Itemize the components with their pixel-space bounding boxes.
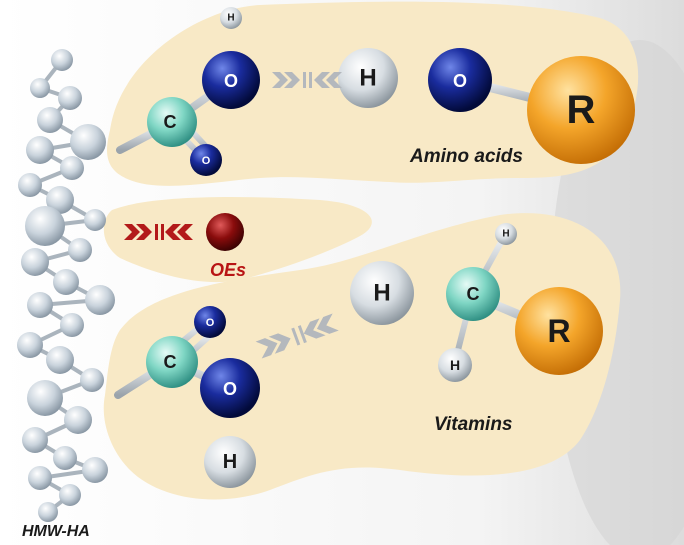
- chain-bead: [53, 269, 79, 295]
- hmw-ha-chain: [17, 49, 115, 522]
- hmw-ha-label: HMW-HA: [22, 523, 90, 540]
- atom-label: H: [223, 451, 237, 473]
- hydrogen-atom: [220, 7, 242, 29]
- vitamin-molecule: O C O H H H H C R: [114, 223, 603, 488]
- chain-bead: [60, 313, 84, 337]
- chain-bead: [51, 49, 73, 71]
- atom-label: R: [547, 313, 570, 349]
- chain-bead: [84, 209, 106, 231]
- chain-bead: [30, 78, 50, 98]
- amino-acid-molecule: H O C O H O R: [116, 7, 635, 176]
- oxygen-atom: [202, 51, 260, 109]
- oxygen-atom: [428, 48, 492, 112]
- atom-label: C: [467, 284, 480, 304]
- atom-label: H: [359, 65, 376, 92]
- vitamins-label: Vitamins: [434, 414, 513, 435]
- chain-bead: [26, 136, 54, 164]
- atom-label: H: [502, 229, 509, 240]
- chain-bead: [68, 238, 92, 262]
- chain-bead: [22, 427, 48, 453]
- atom-label: H: [450, 357, 460, 373]
- oes-label: OEs: [210, 260, 246, 280]
- chain-bead: [58, 86, 82, 110]
- chain-bead: [82, 457, 108, 483]
- chain-bead: [53, 446, 77, 470]
- chain-bead: [59, 484, 81, 506]
- r-group-atom: [515, 287, 603, 375]
- atom-label: O: [202, 155, 211, 167]
- atom-label: H: [373, 280, 390, 307]
- oxygen-atom: [200, 358, 260, 418]
- r-group-atom: [527, 56, 635, 164]
- atom-label: O: [206, 317, 215, 329]
- oxygen-atom: [190, 144, 222, 176]
- hydrogen-atom: [438, 348, 472, 382]
- hydrogen-atom: [338, 48, 398, 108]
- chain-bead: [37, 107, 63, 133]
- chain-bead: [80, 368, 104, 392]
- atom-label: O: [453, 71, 467, 91]
- chain-bead: [18, 173, 42, 197]
- chain-bead: [38, 502, 58, 522]
- chain-bead: [17, 332, 43, 358]
- chain-bead: [60, 156, 84, 180]
- oxygen-atom: [194, 306, 226, 338]
- chain-bead: [64, 406, 92, 434]
- atom-label: R: [567, 88, 596, 132]
- chain-bead: [46, 346, 74, 374]
- interaction-arrows-oes: [124, 224, 193, 240]
- chain-bead: [27, 292, 53, 318]
- oes-molecule: [206, 213, 244, 251]
- atom-label: O: [224, 71, 238, 91]
- chain-bead: [27, 380, 63, 416]
- carbon-atom: [147, 97, 197, 147]
- chain-bead: [28, 466, 52, 490]
- chain-bead: [25, 206, 65, 246]
- chain-bead: [85, 285, 115, 315]
- atom-label: C: [164, 352, 177, 372]
- hydrogen-atom: [350, 261, 414, 325]
- chain-bead: [46, 186, 74, 214]
- carbon-atom: [446, 267, 500, 321]
- atom-label: H: [227, 13, 234, 24]
- amino-acids-label: Amino acids: [409, 146, 523, 167]
- hydrogen-atom: [495, 223, 517, 245]
- carbon-atom: [146, 336, 198, 388]
- chain-bead: [21, 248, 49, 276]
- atom-label: C: [164, 112, 177, 132]
- atom-label: O: [223, 379, 237, 399]
- interaction-arrows-amino: [272, 72, 342, 88]
- hydrogen-atom: [204, 436, 256, 488]
- interaction-arrows-vitamins: [255, 313, 339, 359]
- chain-bead: [70, 124, 106, 160]
